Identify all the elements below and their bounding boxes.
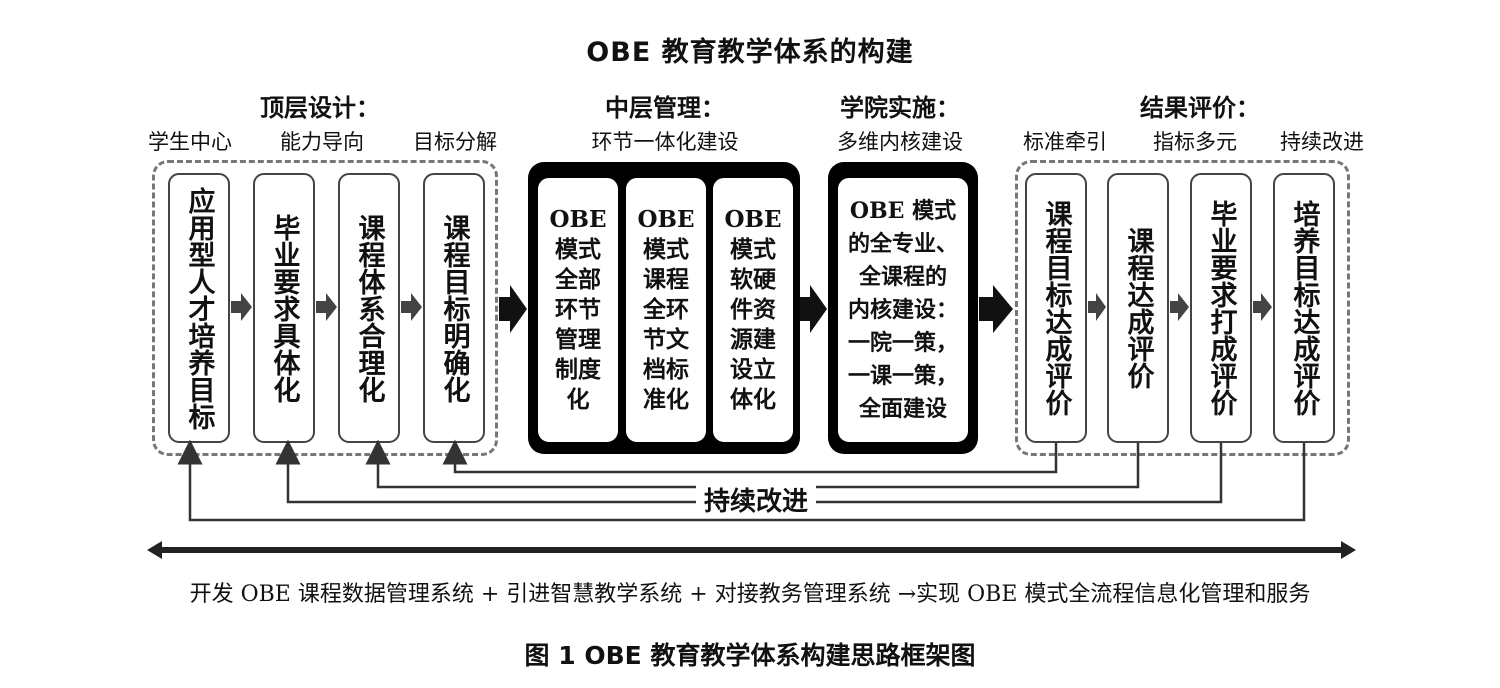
section-heading-result: 结果评价： xyxy=(1140,94,1260,122)
box-course-evaluation: 课程达成评价 xyxy=(1107,173,1169,443)
box-college: OBE 模式的全专业、全课程的内核建设：一院一策，一课一策，全面建设 xyxy=(838,178,968,442)
section-sub-student: 学生中心 xyxy=(148,130,232,154)
section-sub-improve: 持续改进 xyxy=(1280,130,1364,154)
box-graduation-evaluation: 毕业要求打成评价 xyxy=(1190,173,1252,443)
box-course-goal-evaluation: 课程目标达成评价 xyxy=(1025,173,1087,443)
box-talent-goal: 应用型人才培养目标 xyxy=(168,173,230,443)
section-sub-standard: 标准牵引 xyxy=(1023,130,1107,154)
flow-arrow-large xyxy=(499,285,1013,333)
result-evaluation-group xyxy=(1015,160,1350,456)
section-heading-middle: 中层管理： xyxy=(605,94,725,122)
section-heading-top: 顶层设计： xyxy=(260,94,380,122)
system-integration-text: 开发 OBE 课程数据管理系统 + 引进智慧教学系统 + 对接教务管理系统 →实… xyxy=(189,582,1311,607)
box-training-goal-evaluation: 培养目标达成评价 xyxy=(1273,173,1335,443)
flow-arrow-small xyxy=(231,293,1272,321)
box-curriculum-system: 课程体系合理化 xyxy=(338,173,400,443)
section-sub-middle: 环节一体化建设 xyxy=(591,130,739,154)
section-sub-indicator: 指标多元 xyxy=(1153,130,1237,154)
top-design-group xyxy=(152,160,498,456)
diagram-title: OBE 教育教学体系的构建 xyxy=(586,37,914,68)
box-course-goal: 课程目标明确化 xyxy=(423,173,485,443)
section-heading-college: 学院实施： xyxy=(840,94,960,122)
system-integration-bar xyxy=(147,541,1356,559)
section-sub-goal: 目标分解 xyxy=(413,130,497,154)
feedback-label: 持续改进 xyxy=(696,481,817,518)
section-sub-college: 多维内核建设 xyxy=(837,130,963,154)
section-sub-ability: 能力导向 xyxy=(280,130,364,154)
box-graduation-requirement: 毕业要求具体化 xyxy=(253,173,315,443)
figure-caption: 图 1 OBE 教育教学体系构建思路框架图 xyxy=(524,641,976,670)
